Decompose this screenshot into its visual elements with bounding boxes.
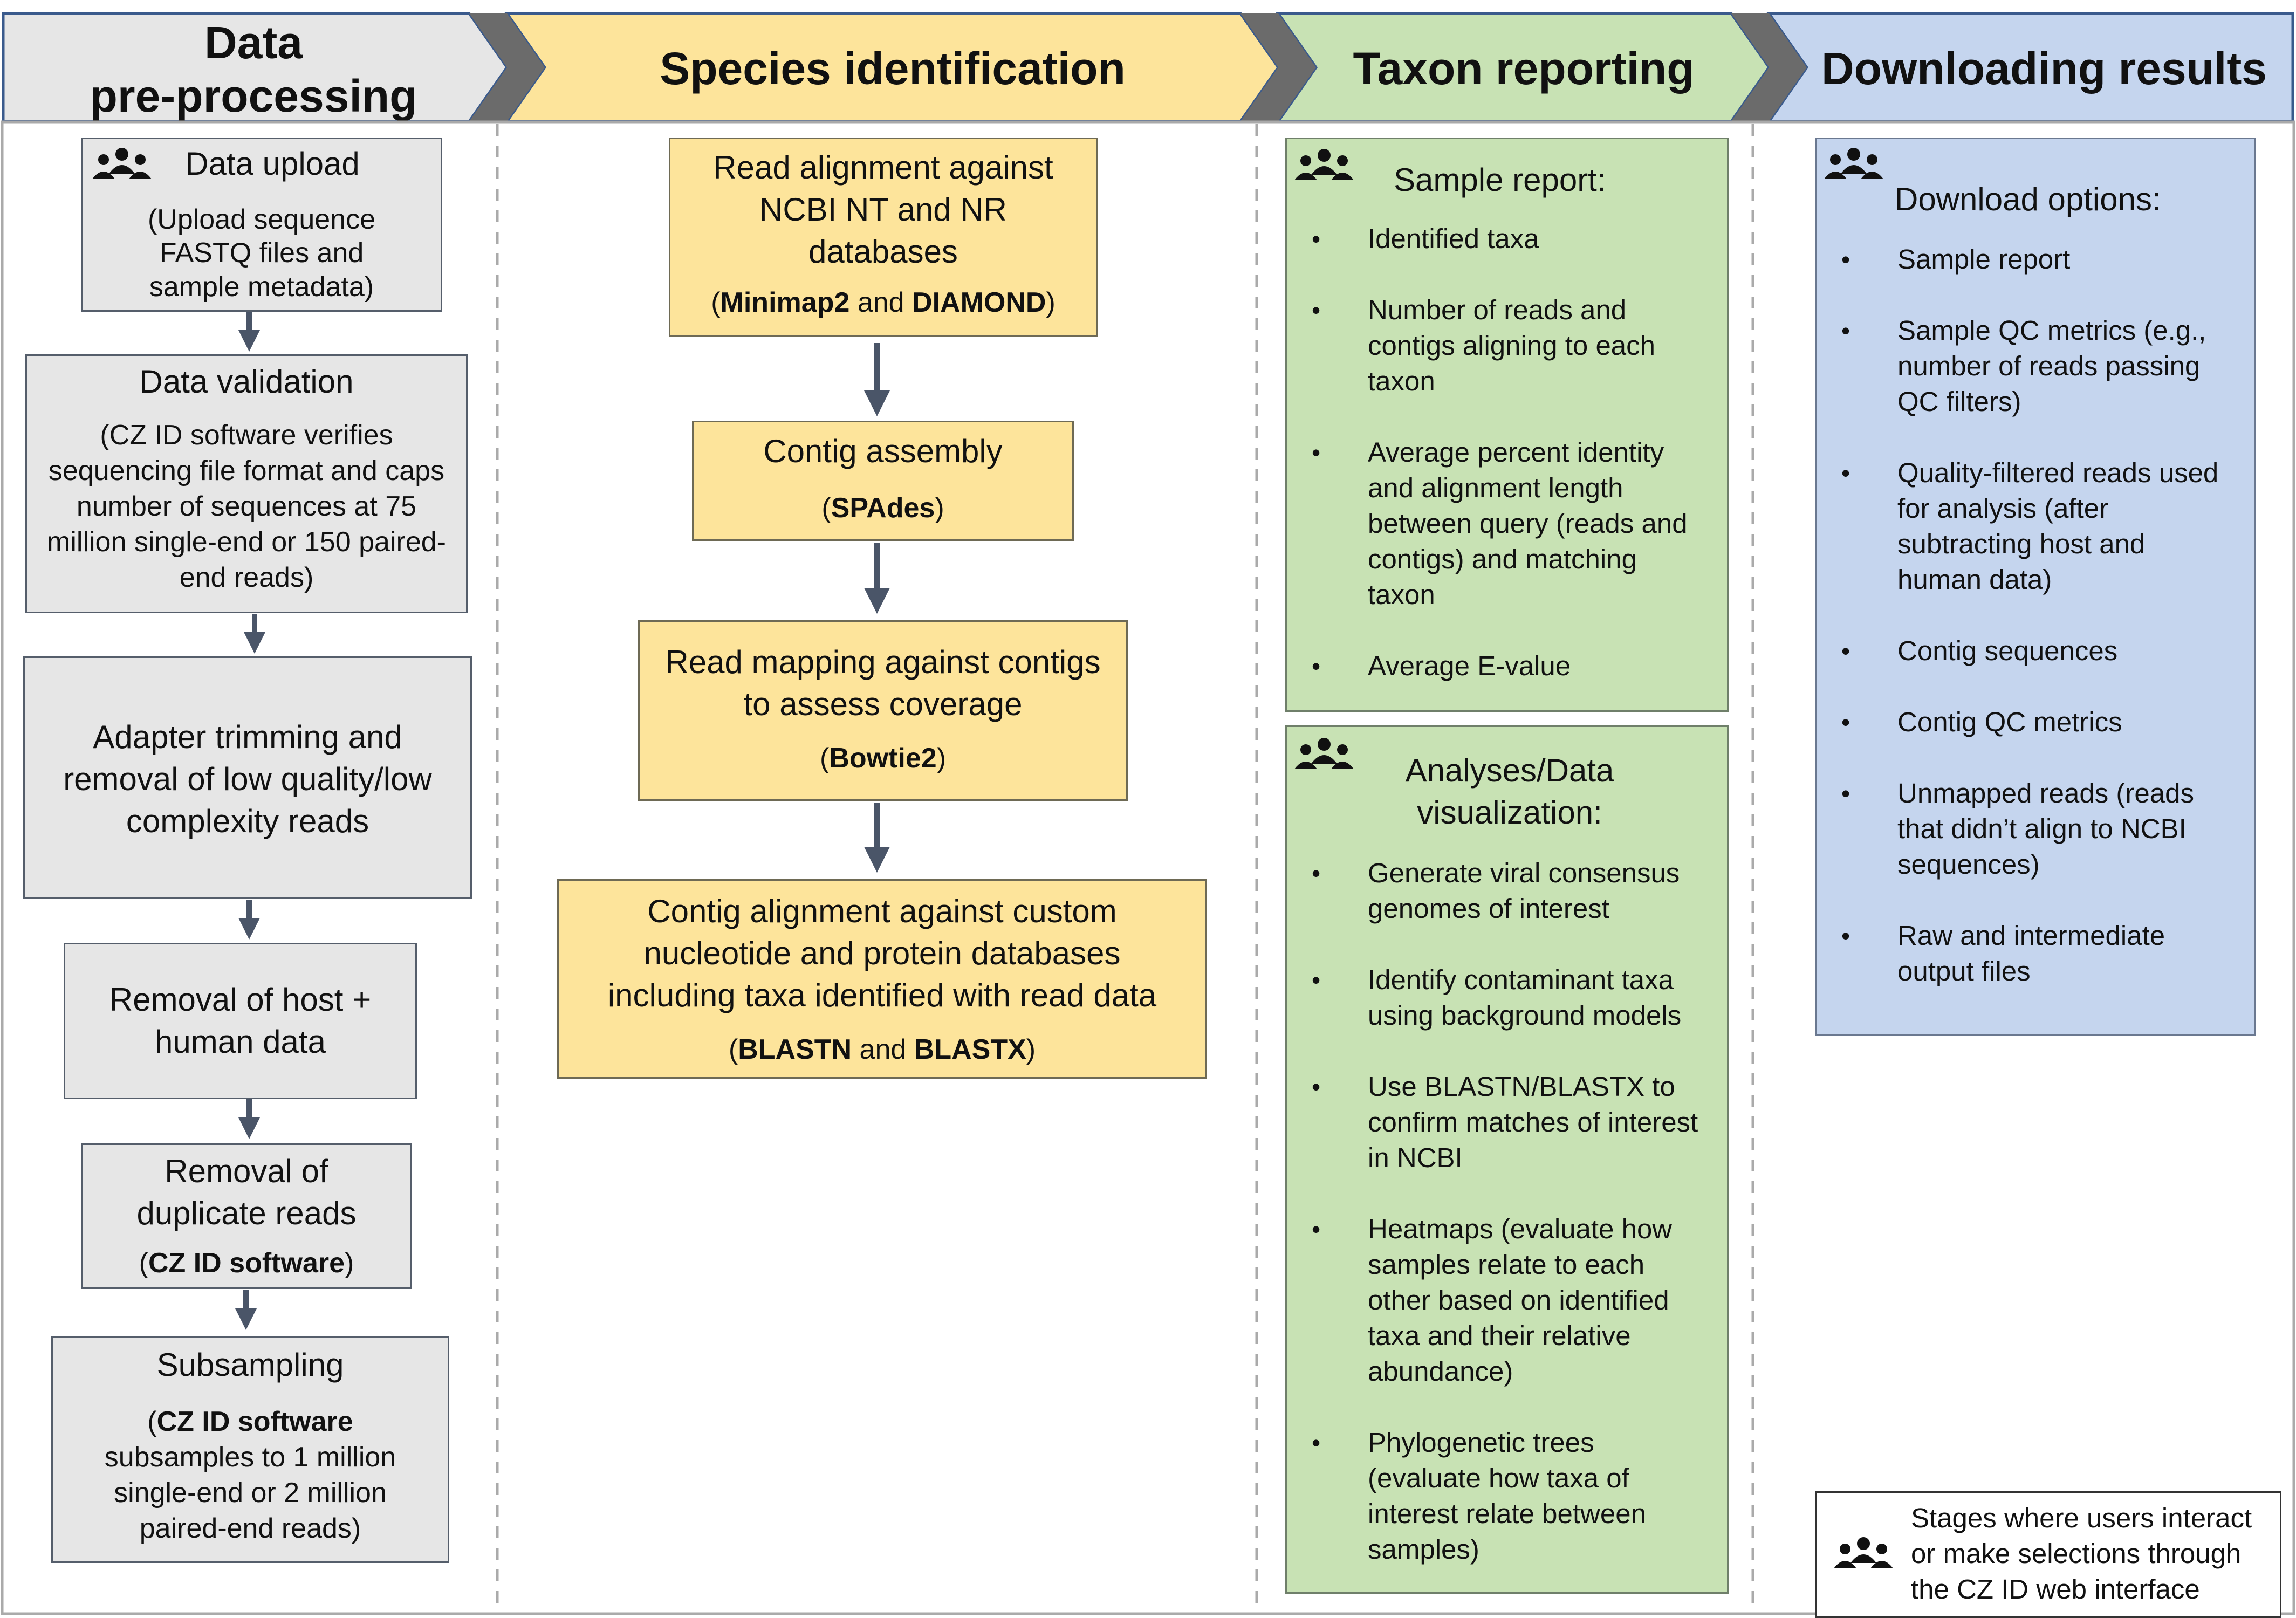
list-item: Average percent identity and alignment l… [1287, 435, 1705, 613]
sample-report-title: Sample report: [1394, 162, 1606, 198]
and-text: and [849, 287, 913, 318]
users-icon [1824, 148, 1883, 179]
list-item: Contig QC metrics [1817, 704, 2233, 740]
analyses-title: Analyses/Data visualization: [1405, 752, 1614, 831]
list-item: Generate viral consensus genomes of inte… [1287, 855, 1705, 927]
header-stage-3-label: Taxon reporting [1353, 43, 1695, 94]
read-mapping-title: Read mapping against contigs to assess c… [665, 644, 1101, 722]
header-band [2, 12, 2294, 123]
data-upload-box: Data upload (Upload sequence FASTQ files… [81, 138, 442, 312]
header-stage-1-line1: Data [204, 17, 303, 68]
data-upload-desc: (Upload sequence FASTQ files and sample … [147, 204, 376, 303]
list-item: Use BLASTN/BLASTX to confirm matches of … [1287, 1069, 1705, 1176]
host-removal-box: Removal of host + human data [64, 943, 417, 1099]
tool-name: BLASTX [914, 1034, 1026, 1065]
duplicate-removal-box: Removal of duplicate reads (CZ ID softwa… [81, 1143, 412, 1289]
paren-open: ( [819, 743, 830, 774]
download-options-box: Download options: Sample report Sample Q… [1815, 138, 2256, 1036]
users-icon [1294, 149, 1354, 180]
users-icon [1294, 738, 1354, 769]
contig-alignment-title: Contig alignment against custom nucleoti… [607, 893, 1157, 1013]
tool-name: CZ ID software [156, 1406, 353, 1437]
paren-close: ) [345, 1247, 354, 1279]
data-upload-title: Data upload [185, 146, 360, 182]
list-item: Quality-filtered reads used for analysis… [1817, 455, 2233, 598]
read-alignment-tools: (Minimap2 and DIAMOND) [687, 286, 1080, 319]
read-alignment-box: Read alignment against NCBI NT and NR da… [669, 138, 1098, 337]
paren-open: ( [147, 1406, 157, 1437]
list-item: Identify contaminant taxa using backgrou… [1287, 962, 1705, 1033]
download-options-list: Sample report Sample QC metrics (e.g., n… [1817, 242, 2254, 989]
list-item: Contig sequences [1817, 633, 2233, 669]
list-item: Identified taxa [1287, 221, 1705, 257]
data-validation-box: Data validation (CZ ID software verifies… [25, 354, 468, 613]
tool-name: BLASTN [738, 1034, 852, 1065]
subsampling-title: Subsampling [156, 1347, 344, 1383]
adapter-trimming-title: Adapter trimming and removal of low qual… [63, 719, 432, 839]
sample-report-box: Sample report: Identified taxa Number of… [1285, 138, 1729, 712]
contig-assembly-box: Contig assembly (SPAdes) [692, 421, 1074, 541]
subsampling-box: Subsampling (CZ ID software subsamples t… [51, 1336, 449, 1563]
paren-close: ) [935, 492, 944, 524]
chevron-2 [1240, 13, 1316, 121]
list-item: Heatmaps (evaluate how samples relate to… [1287, 1211, 1705, 1389]
list-item: Raw and intermediate output files [1817, 918, 2233, 989]
subsampling-desc-text: subsamples to 1 million single-end or 2 … [104, 1442, 396, 1544]
tool-name: DIAMOND [912, 287, 1046, 318]
read-mapping-tools: (Bowtie2) [661, 742, 1105, 775]
paren-close: ) [936, 743, 947, 774]
analyses-box: Analyses/Data visualization: Generate vi… [1285, 725, 1729, 1594]
paren-open: ( [821, 492, 831, 524]
data-validation-desc: (CZ ID software verifies sequencing file… [47, 420, 446, 593]
list-item: Sample report [1817, 242, 2233, 277]
tool-name: CZ ID software [148, 1247, 345, 1279]
list-item: Phylogenetic trees (evaluate how taxa of… [1287, 1425, 1705, 1567]
tool-name: SPAdes [831, 492, 935, 524]
tool-name: Bowtie2 [829, 743, 937, 774]
sample-report-list: Identified taxa Number of reads and cont… [1287, 221, 1727, 684]
outer-frame [1, 120, 2295, 1615]
duplicate-removal-tool: (CZ ID software) [104, 1246, 389, 1280]
download-options-title: Download options: [1895, 181, 2161, 217]
chevron-3 [1731, 13, 1807, 121]
contig-assembly-tools: (SPAdes) [704, 491, 1061, 525]
read-alignment-title: Read alignment against NCBI NT and NR da… [713, 149, 1053, 270]
chevron-1 [469, 13, 545, 121]
header-stage-1-label: Data pre-processing [32, 16, 475, 123]
adapter-trimming-box: Adapter trimming and removal of low qual… [23, 656, 472, 899]
data-validation-title: Data validation [139, 364, 354, 400]
paren-close: ) [1026, 1034, 1036, 1065]
header-stage-4-label: Downloading results [1821, 43, 2267, 94]
paren-open: ( [728, 1034, 738, 1065]
legend-text: Stages where users interact or make sele… [1911, 1503, 2252, 1605]
list-item: Average E-value [1287, 648, 1705, 684]
host-removal-title: Removal of host + human data [109, 982, 372, 1060]
paren-close: ) [1046, 287, 1056, 318]
duplicate-removal-title: Removal of duplicate reads [136, 1153, 357, 1231]
contig-alignment-tools: (BLASTN and BLASTX) [580, 1033, 1184, 1066]
contig-alignment-box: Contig alignment against custom nucleoti… [557, 879, 1207, 1079]
header-stage-2-label: Species identification [660, 43, 1126, 94]
paren-open: ( [711, 287, 721, 318]
analyses-list: Generate viral consensus genomes of inte… [1287, 855, 1727, 1567]
legend-box: Stages where users interact or make sele… [1815, 1491, 2281, 1618]
paren-open: ( [139, 1247, 148, 1279]
read-mapping-box: Read mapping against contigs to assess c… [638, 620, 1128, 801]
list-item: Number of reads and contigs aligning to … [1287, 292, 1705, 399]
contig-assembly-title: Contig assembly [763, 433, 1003, 469]
users-icon [1834, 1537, 1893, 1568]
list-item: Sample QC metrics (e.g., number of reads… [1817, 313, 2233, 420]
header-stage-1-line2: pre-processing [90, 71, 417, 122]
users-icon [92, 148, 152, 179]
tool-name: Minimap2 [720, 287, 850, 318]
list-item: Unmapped reads (reads that didn’t align … [1817, 776, 2233, 882]
subsampling-desc: (CZ ID software subsamples to 1 million … [80, 1404, 421, 1546]
and-text: and [852, 1034, 914, 1065]
